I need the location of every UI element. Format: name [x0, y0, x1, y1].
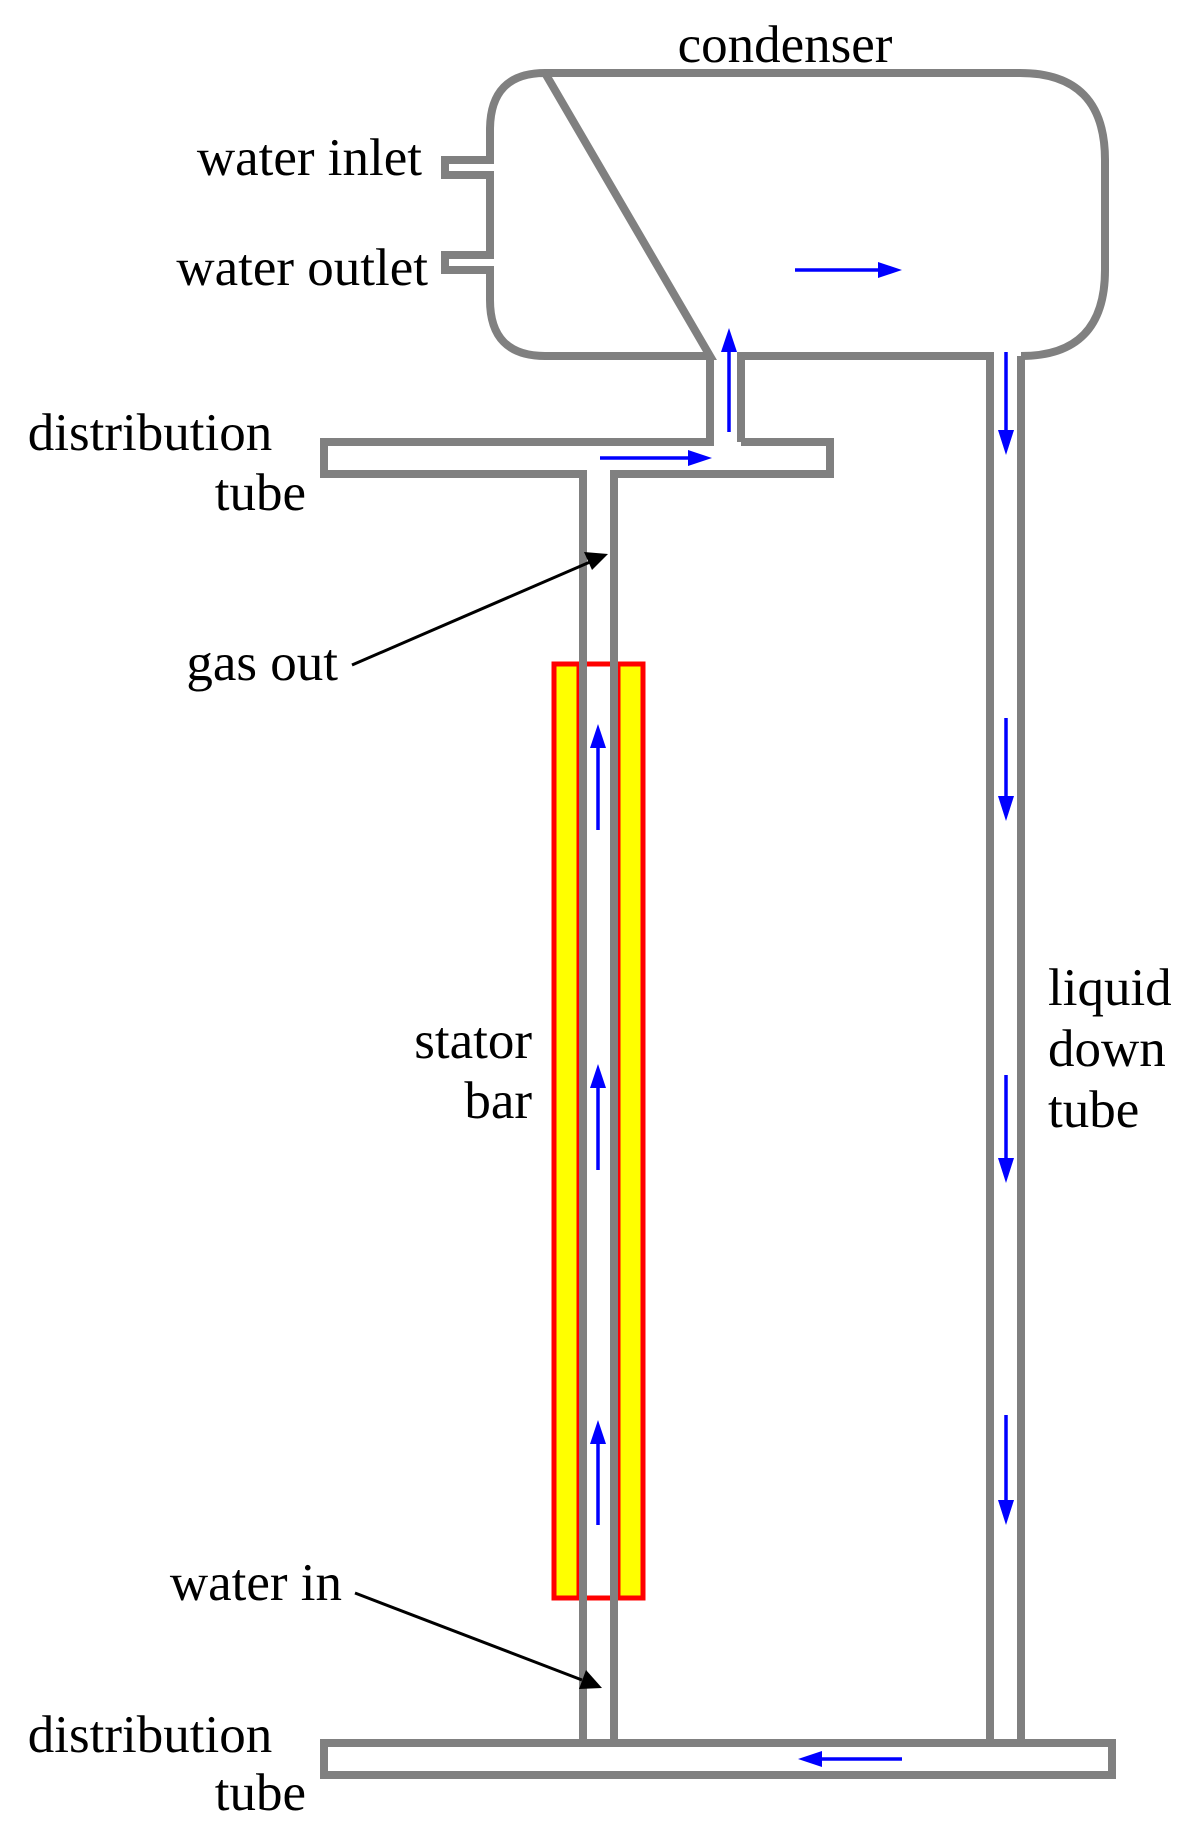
- condenser-vessel: [614, 352, 1025, 1747]
- flow-arrow-condenser-right: [795, 262, 902, 278]
- label-distribution-tube-bottom-2: tube: [215, 1764, 306, 1822]
- flow-arrow-downtube-4: [998, 1415, 1014, 1525]
- label-condenser: condenser: [678, 16, 893, 74]
- label-water-in: water in: [170, 1554, 342, 1612]
- label-water-inlet: water inlet: [197, 129, 422, 187]
- flow-arrow-riser-up-1: [590, 724, 606, 830]
- flow-arrow-downtube-1: [998, 352, 1014, 455]
- label-liquid-down-tube-3: tube: [1048, 1081, 1139, 1139]
- stator-bar-left-half: [551, 661, 582, 1601]
- stator-bar: [551, 474, 646, 1743]
- flow-arrow-bottom-distribution-left: [798, 1751, 902, 1767]
- label-distribution-tube-top-1: distribution: [28, 404, 272, 462]
- flow-arrow-top-distribution-right: [600, 450, 712, 466]
- flow-arrow-up-to-condenser: [721, 328, 737, 432]
- label-water-outlet: water outlet: [176, 239, 428, 297]
- pointer-water-in: [354, 1591, 602, 1689]
- flow-arrow-downtube-2: [998, 718, 1014, 821]
- flow-arrow-downtube-3: [998, 1075, 1014, 1183]
- label-stator-bar-1: stator: [414, 1012, 532, 1070]
- flow-arrow-riser-up-2: [590, 1064, 606, 1170]
- label-distribution-tube-bottom-1: distribution: [28, 1706, 272, 1764]
- label-liquid-down-tube-2: down: [1048, 1020, 1166, 1078]
- flow-arrow-riser-up-3: [590, 1420, 606, 1525]
- label-gas-out: gas out: [186, 634, 338, 692]
- pipe-network: [320, 68, 1116, 1779]
- label-liquid-down-tube-1: liquid: [1048, 959, 1172, 1017]
- condenser-body: [441, 68, 1109, 360]
- top-distribution-tube: [320, 438, 834, 1747]
- bottom-distribution-tube: [320, 1739, 1116, 1779]
- label-distribution-tube-top-2: tube: [215, 464, 306, 522]
- stator-bar-right-half: [615, 661, 646, 1601]
- flow-arrows: [590, 262, 1014, 1767]
- pointer-gas-out: [351, 552, 608, 667]
- label-stator-bar-2: bar: [464, 1072, 532, 1130]
